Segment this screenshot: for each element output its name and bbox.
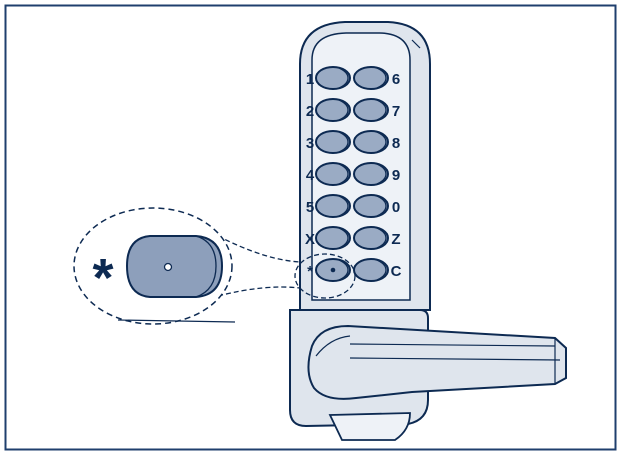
zoom-star-button xyxy=(125,235,224,298)
key-right-button-6 xyxy=(353,226,389,250)
key-left-label: * xyxy=(307,263,313,280)
key-right-button-1 xyxy=(353,66,389,90)
callout-symbol: * xyxy=(92,248,113,308)
key-left-label: 2 xyxy=(306,103,314,120)
key-left-label: 5 xyxy=(306,199,314,216)
zoom-connector-bottom xyxy=(217,286,301,297)
key-right-button-2 xyxy=(353,98,389,122)
key-left-label: X xyxy=(305,231,315,248)
key-right-button-3 xyxy=(353,130,389,154)
key-right-label: 9 xyxy=(392,167,400,184)
key-right-button-4 xyxy=(353,162,389,186)
zoom-connector-top xyxy=(217,235,301,263)
key-right-label: 0 xyxy=(392,199,400,216)
key-right-button-5 xyxy=(353,194,389,218)
key-left-button-6 xyxy=(315,226,351,250)
zoom-callout: * xyxy=(73,207,236,325)
key-left-label: 3 xyxy=(306,135,314,152)
key-right-label: 8 xyxy=(392,135,400,152)
key-right-label: C xyxy=(391,263,402,280)
zoom-dot-icon xyxy=(163,262,173,272)
key-right-label: 7 xyxy=(392,103,400,120)
key-left-button-3 xyxy=(315,130,351,154)
star-key-dot-icon xyxy=(330,267,336,273)
keypad-buttons: 1 6 2 7 3 8 4 9 5 0X Z * C xyxy=(305,66,402,282)
key-left-label: 4 xyxy=(306,167,315,184)
lever-handle xyxy=(289,309,567,441)
key-left-button-1 xyxy=(315,66,351,90)
key-left-button-4 xyxy=(315,162,351,186)
key-right-label: 6 xyxy=(392,71,400,88)
zoom-source-circle xyxy=(294,253,356,299)
key-left-button-5 xyxy=(315,194,351,218)
key-left-label: 1 xyxy=(306,71,314,88)
key-right-button-7 xyxy=(353,258,389,282)
frame-border xyxy=(4,4,617,451)
key-left-button-2 xyxy=(315,98,351,122)
key-right-label: Z xyxy=(391,231,400,248)
